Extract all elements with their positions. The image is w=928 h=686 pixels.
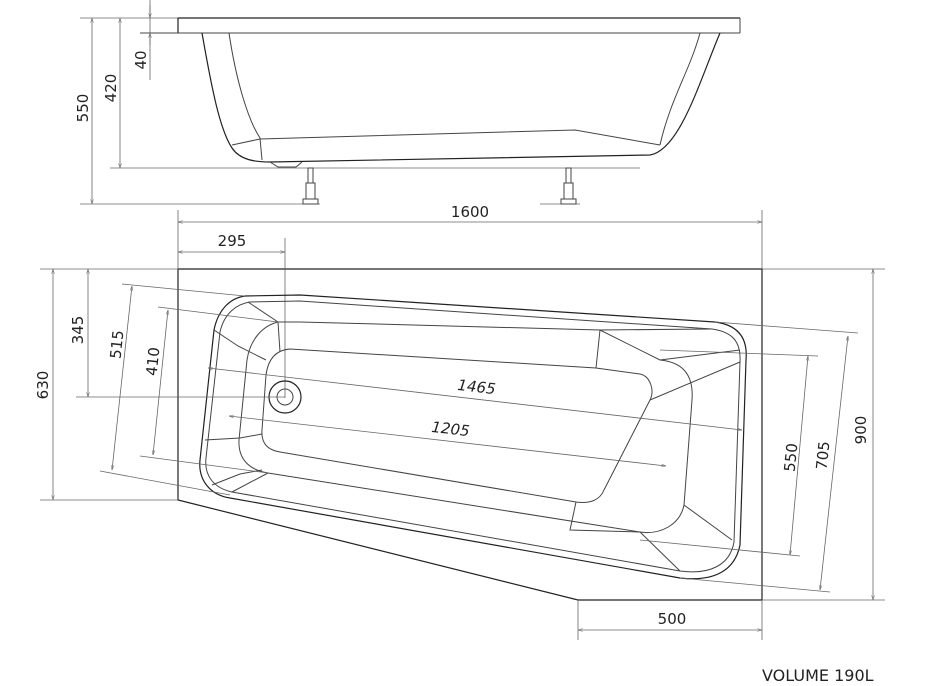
dim-height-total: 550 bbox=[74, 94, 92, 123]
top-view: 1600 295 630 345 515 410 1465 1205 bbox=[34, 203, 885, 640]
leg-left bbox=[302, 167, 319, 205]
dim-inner-width-bottom: 410 bbox=[143, 346, 164, 376]
dim-length: 1600 bbox=[451, 203, 489, 221]
dim-inner-length-bottom: 1205 bbox=[431, 418, 471, 440]
volume-label: VOLUME 190L bbox=[762, 666, 874, 685]
dim-right-width: 900 bbox=[852, 416, 870, 445]
dim-drain-from-top: 345 bbox=[69, 316, 87, 345]
leg-right bbox=[560, 167, 577, 205]
dim-inner-width-outer: 515 bbox=[107, 329, 128, 359]
dim-left-width: 630 bbox=[34, 371, 52, 400]
dim-bottom-edge: 500 bbox=[658, 610, 687, 628]
dim-inner-length-outer: 1465 bbox=[457, 376, 497, 398]
dim-height-tub: 420 bbox=[102, 74, 120, 103]
side-view: 550 420 40 bbox=[74, 0, 741, 205]
tub-rim-outer bbox=[199, 294, 747, 580]
dim-right-inner-outer: 705 bbox=[813, 440, 834, 470]
dim-rim: 40 bbox=[132, 50, 150, 69]
dim-drain-offset: 295 bbox=[218, 232, 247, 250]
dim-right-inner-bottom: 550 bbox=[781, 442, 802, 472]
